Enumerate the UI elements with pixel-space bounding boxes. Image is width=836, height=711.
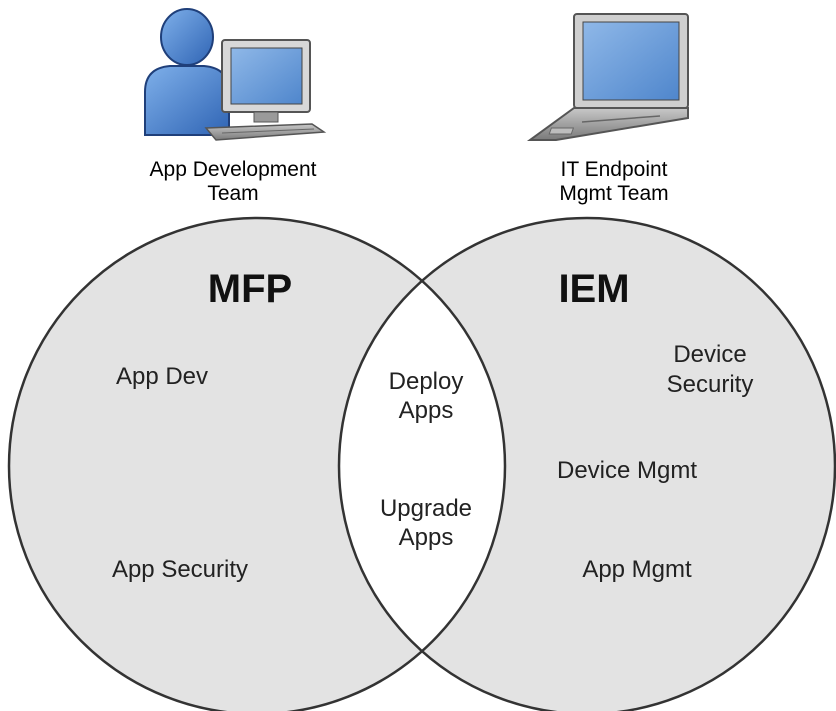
device-security-label-line1: Device	[673, 341, 746, 368]
it-endpoint-team-label-line2: Mgmt Team	[559, 182, 668, 205]
app-dev-label: App Dev	[116, 363, 208, 390]
deploy-apps-label-line1: Deploy	[389, 368, 464, 395]
user-at-desktop-icon	[144, 8, 327, 141]
iem-circle-outline	[337, 216, 836, 711]
iem-title: IEM	[558, 267, 629, 311]
mfp-title: MFP	[208, 267, 292, 311]
deploy-apps-label-line2: Apps	[399, 397, 454, 424]
mfp-circle-outline	[7, 216, 507, 711]
upgrade-apps-label-line2: Apps	[399, 524, 454, 551]
app-development-team-label-line2: Team	[207, 182, 258, 205]
app-security-label: App Security	[112, 556, 248, 583]
app-mgmt-label: App Mgmt	[582, 556, 692, 583]
overlap-lens	[339, 218, 505, 711]
laptop-icon	[526, 13, 689, 141]
app-development-team-label-line1: App Development	[150, 158, 317, 181]
device-security-label-line2: Security	[667, 371, 754, 398]
device-mgmt-label: Device Mgmt	[557, 457, 697, 484]
it-endpoint-team-label-line1: IT Endpoint	[560, 158, 667, 181]
upgrade-apps-label-line1: Upgrade	[380, 495, 472, 522]
